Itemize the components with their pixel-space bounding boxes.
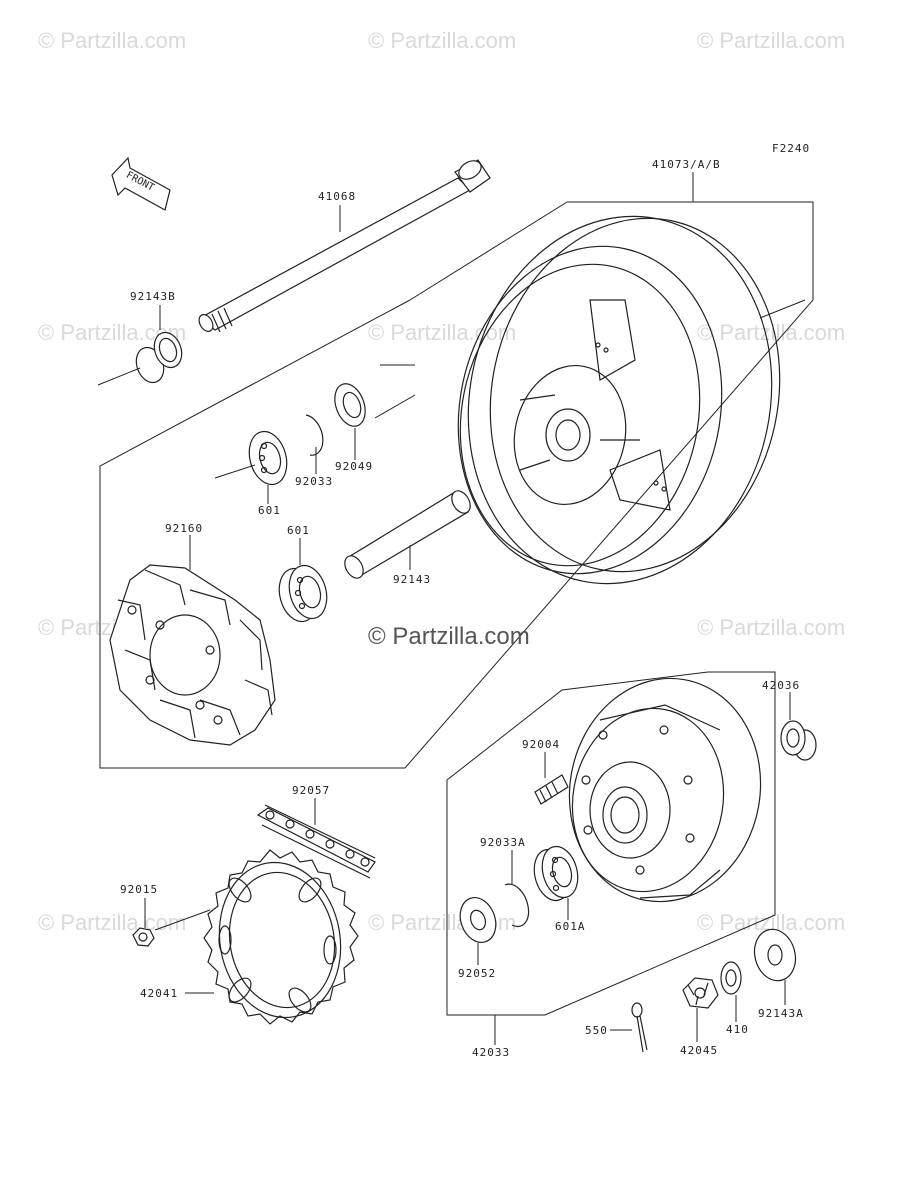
circlip-92033 <box>305 414 324 456</box>
callout-92015: 92015 <box>120 883 158 896</box>
axle <box>198 159 491 333</box>
cotter-pin-550 <box>631 1002 648 1053</box>
watermark: © Partzilla.com <box>697 28 845 53</box>
callout-601-mid: 601 <box>287 524 310 537</box>
oil-seal-92049 <box>334 383 366 427</box>
hub-42033 <box>568 677 762 903</box>
wheel-assembly-outline <box>99 201 814 769</box>
watermark: © Partzilla.com <box>697 615 845 640</box>
callout-92057: 92057 <box>292 784 330 797</box>
watermarks: © Partzilla.com © Partzilla.com © Partzi… <box>38 28 845 935</box>
callout-42036: 42036 <box>762 679 800 692</box>
front-arrow-icon: FRONT <box>111 156 171 211</box>
callout-41068: 41068 <box>318 190 356 203</box>
watermark: © Partzilla.com <box>38 910 186 935</box>
castle-nut-42045 <box>682 977 719 1009</box>
nut-92015 <box>132 927 155 947</box>
washer-92052 <box>459 897 497 943</box>
callout-92143: 92143 <box>393 573 431 586</box>
callout-92052: 92052 <box>458 967 496 980</box>
collar-42036 <box>780 720 817 761</box>
collar-92143b <box>135 331 183 384</box>
callout-41073: 41073/A/B <box>652 158 721 171</box>
stud-92004 <box>534 774 569 805</box>
spacer-92143 <box>344 490 471 579</box>
callout-92143b: 92143B <box>130 290 176 303</box>
washer-410 <box>720 961 742 995</box>
callout-92143a: 92143A <box>758 1007 804 1020</box>
watermark: © Partzilla.com <box>368 320 516 345</box>
bearing-601-mid <box>278 564 328 623</box>
callout-42045: 42045 <box>680 1044 718 1057</box>
figure-code: F2240 <box>772 142 810 155</box>
callout-92004: 92004 <box>522 738 560 751</box>
watermark-center: © Partzilla.com <box>368 623 530 650</box>
callout-92033a: 92033A <box>480 836 526 849</box>
callout-labels: 41068 41073/A/B 92143B 92049 92033 601 9… <box>120 158 804 1059</box>
watermark: © Partzilla.com <box>368 28 516 53</box>
callout-550: 550 <box>585 1024 608 1037</box>
watermark: © Partzilla.com <box>38 28 186 53</box>
bearing-601a <box>533 845 579 902</box>
hub-assembly-outline <box>446 671 776 1016</box>
callout-42033: 42033 <box>472 1046 510 1059</box>
callout-601-top: 601 <box>258 504 281 517</box>
bearing-601-top <box>248 430 288 486</box>
callout-92160: 92160 <box>165 522 203 535</box>
chain-92057 <box>256 804 376 879</box>
callout-601a: 601A <box>555 920 586 933</box>
callout-410: 410 <box>726 1023 749 1036</box>
damper-92160 <box>109 564 276 746</box>
sprocket-42041 <box>203 849 359 1025</box>
callout-92033: 92033 <box>295 475 333 488</box>
watermark: © Partzilla.com <box>697 320 845 345</box>
collar-92143a <box>753 928 797 982</box>
rim <box>457 215 781 585</box>
callout-42041: 42041 <box>140 987 178 1000</box>
callout-92049: 92049 <box>335 460 373 473</box>
